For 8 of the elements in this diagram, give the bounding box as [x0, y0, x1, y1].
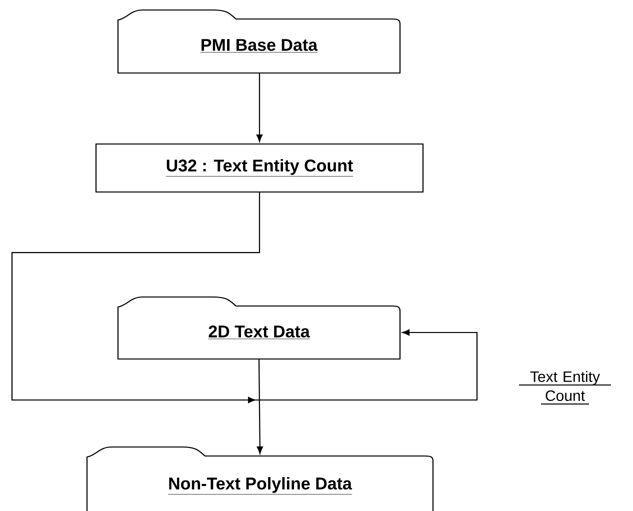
- data-folder-box: 2D Text Data: [117, 296, 401, 360]
- data-folder-box: PMI Base Data: [117, 9, 401, 74]
- data-folder-box: Non-Text Polyline Data: [86, 446, 434, 511]
- process-box: U32 : Text Entity Count: [95, 143, 424, 193]
- arrow: [11, 192, 478, 404]
- arrow: [256, 360, 263, 454]
- edge-label: Text Entity Count: [518, 370, 612, 404]
- arrow: [256, 74, 263, 142]
